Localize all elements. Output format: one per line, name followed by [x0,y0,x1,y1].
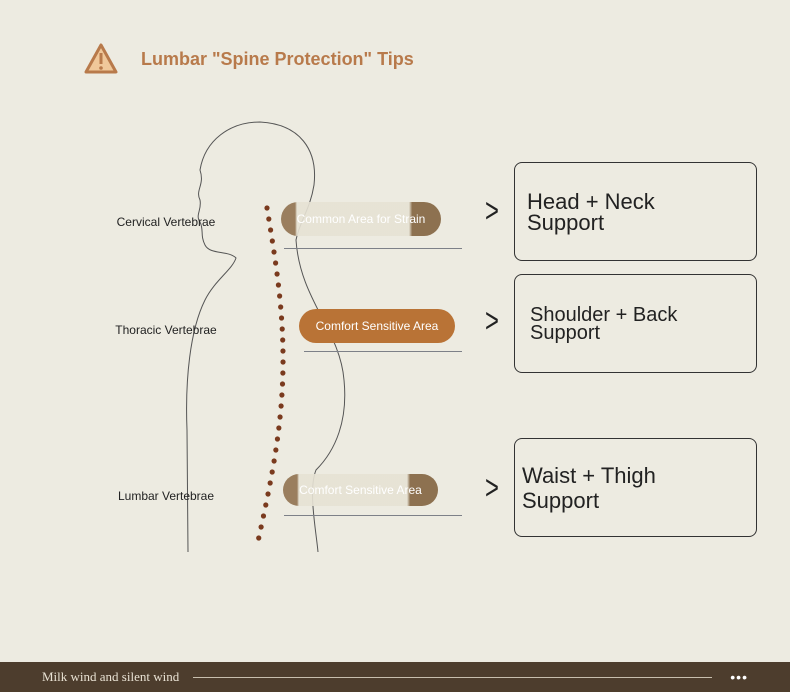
more-menu-button[interactable]: ••• [730,669,748,685]
chevron-right-icon: > [484,192,499,230]
divider [284,248,462,249]
spine-dot [271,458,277,464]
footer-divider [193,676,713,678]
spine-dot [275,282,282,288]
spine-dot [277,414,283,420]
spine-dot [279,392,285,398]
spine-dot [280,359,286,365]
divider [304,351,462,352]
spine-dot [265,491,271,497]
spine-dot [280,370,286,376]
spine-dot [280,337,286,343]
spine-dot [269,238,275,244]
spine-dots [256,205,286,541]
spine-dot [264,205,270,211]
head-neck-support-card: Head + Neck Support [514,162,757,261]
strain-area-badge: Common Area for Strain [281,202,441,236]
spine-dot [267,480,273,486]
chevron-right-icon: > [484,302,499,340]
spine-dot [263,502,269,508]
spine-dot [278,403,284,409]
thoracic-label: Thoracic Vertebrae [115,323,217,337]
footer-text: Milk wind and silent wind [42,669,180,684]
header: Lumbar "Spine Protection" Tips [83,42,414,76]
spine-dot [273,447,279,453]
spine-dot [279,326,285,332]
spine-dot [260,513,267,519]
waist-thigh-support-card: Waist + Thigh Support [514,438,757,537]
lumbar-label: Lumbar Vertebrae [117,489,215,503]
spine-dot [274,271,280,277]
spine-dot [269,469,275,475]
support-label: Head + Neck Support [527,188,655,235]
footer-bar: Milk wind and silent wind ••• [0,662,790,692]
spine-dot [278,315,285,321]
page-title: Lumbar "Spine Protection" Tips [141,48,414,69]
warning-icon [84,43,118,74]
spine-dot [266,216,272,222]
shoulder-back-support-card: Shoulder + Back Support [514,274,757,373]
spine-dot [278,304,284,310]
spine-dot [271,249,277,255]
spine-dot [274,436,281,442]
support-label: Shoulder + Back Support [530,303,678,344]
spine-dot [267,227,274,233]
sensitive-area-badge: Comfort Sensitive Area [283,474,438,506]
cervical-label: Cervical Vertebrae [116,215,216,229]
chevron-right-icon: > [484,469,499,507]
spine-dot [276,425,282,431]
divider [284,515,462,516]
spine-dot [272,260,279,266]
spine-dot [280,348,286,354]
spine-dot [256,535,262,541]
sensitive-area-badge: Comfort Sensitive Area [299,309,455,343]
spine-dot [277,293,283,299]
support-label: Waist + Thigh Support [522,462,656,513]
spine-dot [279,381,286,387]
spine-dot [258,524,264,530]
